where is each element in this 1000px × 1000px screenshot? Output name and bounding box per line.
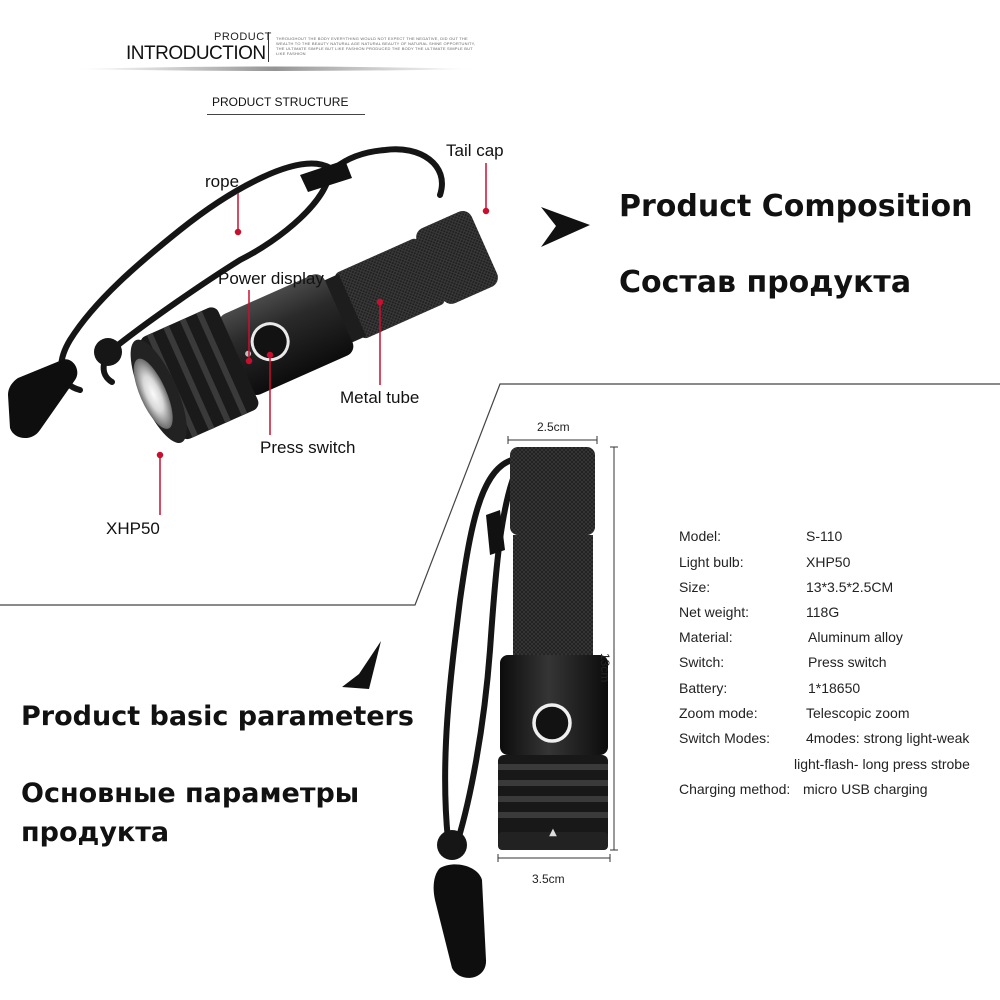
- spec-value-material: Aluminum alloy: [808, 629, 903, 645]
- callout-xhp50: XHP50: [106, 519, 160, 538]
- rope-end-clip: [8, 359, 78, 439]
- callout-power-display: Power display: [218, 269, 324, 288]
- parameters-arrow-icon: [342, 641, 381, 689]
- callout-rope: rope: [205, 172, 240, 191]
- dimension-length: 13cm: [598, 653, 612, 683]
- spec-value-size: 13*3.5*2.5CM: [806, 579, 894, 595]
- callout-metal-tube: Metal tube: [340, 388, 420, 407]
- callout-lines: [156, 163, 490, 515]
- vertical-rope-end-clip: [433, 864, 487, 978]
- press-switch-illustration: [250, 322, 290, 362]
- header-divider: [268, 32, 269, 62]
- spec-value-charging: micro USB charging: [803, 781, 928, 797]
- spec-value-switch-modes: 4modes: strong light-weak: [806, 730, 970, 746]
- parameters-title-ru-line2: продукта: [21, 817, 170, 848]
- vertical-metal-tube: [513, 535, 593, 655]
- composition-arrow-icon: [541, 207, 590, 247]
- vertical-rope-lanyard: [442, 457, 523, 843]
- vertical-rope-clip: [486, 510, 505, 555]
- spec-label-switch-modes: Switch Modes:: [679, 730, 771, 746]
- composition-title-ru: Состав продукта: [619, 265, 912, 300]
- header-product-label: PRODUCT: [214, 31, 272, 43]
- parameters-title-en: Product basic parameters: [21, 701, 414, 732]
- vertical-rope-bead: [437, 830, 467, 860]
- spec-value-zoom-mode: Telescopic zoom: [806, 705, 910, 721]
- spec-value-light-bulb: XHP50: [806, 554, 851, 570]
- rope-clip: [300, 160, 352, 192]
- metal-tube-illustration: [335, 238, 445, 339]
- spec-value-battery: 1*18650: [808, 680, 861, 696]
- callout-tail-cap: Tail cap: [446, 141, 504, 160]
- spec-value-net-weight: 118G: [806, 604, 840, 620]
- spec-label-light-bulb: Light bulb:: [679, 554, 744, 570]
- header-fine-print: THROUGHOUT THE BODY EVERYTHING WOULD NOT…: [276, 36, 476, 56]
- dimension-lines: [497, 436, 618, 862]
- product-structure-label: PRODUCT STRUCTURE: [212, 95, 349, 109]
- rope-bead: [94, 338, 122, 366]
- callout-press-switch: Press switch: [260, 438, 356, 457]
- spec-label-battery: Battery:: [679, 680, 728, 696]
- vertical-zoom-marker-icon: ▲: [549, 827, 557, 838]
- spec-label-material: Material:: [679, 629, 733, 645]
- spec-value-switch: Press switch: [808, 654, 887, 670]
- vertical-press-switch: [532, 703, 572, 743]
- spec-label-net-weight: Net weight:: [679, 604, 750, 620]
- spec-label-zoom-mode: Zoom mode:: [679, 705, 758, 721]
- product-structure-underline: [207, 114, 365, 115]
- header-underline-swoosh: [75, 66, 475, 71]
- composition-title-en: Product Composition: [619, 189, 973, 224]
- spec-value-switch-modes-cont: light-flash- long press strobe: [794, 756, 970, 772]
- header-introduction-title: INTRODUCTION: [126, 43, 266, 64]
- spec-label-size: Size:: [679, 579, 711, 595]
- dimension-bottom-width: 3.5cm: [532, 872, 565, 886]
- spec-label-switch: Switch:: [679, 654, 725, 670]
- section-divider-line: [0, 383, 1000, 606]
- spec-value-model: S-110: [806, 528, 843, 544]
- dimension-top-width: 2.5cm: [537, 420, 570, 434]
- vertical-tail-cap: [510, 447, 595, 535]
- xhp50-lens-illustration: [133, 358, 173, 429]
- spec-label-model: Model:: [679, 528, 722, 544]
- spec-label-charging: Charging method:: [679, 781, 791, 797]
- parameters-title-ru-line1: Основные параметры: [21, 778, 360, 809]
